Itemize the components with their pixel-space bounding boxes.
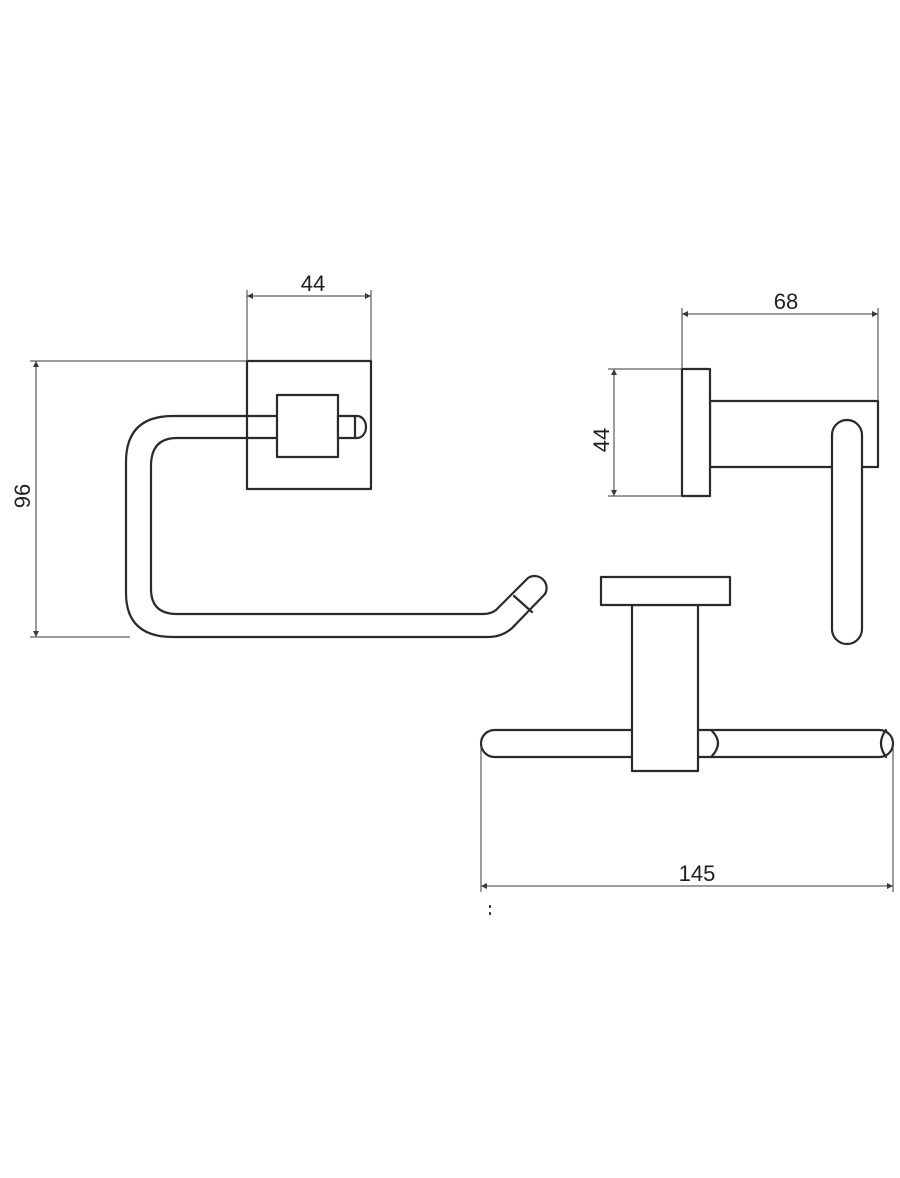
side-hanging-rod — [830, 418, 864, 646]
side-depth-label: 68 — [774, 289, 798, 314]
front-arm-outline — [124, 414, 548, 639]
top-rod-end-arc — [879, 728, 888, 759]
side-wall-plate — [680, 367, 712, 498]
front-arm-tip — [512, 594, 534, 614]
top-rod-seam-arc — [710, 729, 720, 758]
top-view: 145 — [479, 575, 895, 892]
front-square-bracket — [275, 393, 340, 459]
side-view: 68 44 — [589, 289, 880, 646]
top-flange — [599, 575, 732, 607]
stray-marks — [489, 905, 491, 915]
front-width-label: 44 — [301, 271, 325, 296]
top-stem — [630, 603, 700, 773]
front-view: 44 96 — [10, 271, 548, 639]
front-pin-stub — [336, 414, 368, 440]
front-height-label: 96 — [10, 484, 35, 508]
side-height-label: 44 — [589, 428, 614, 452]
top-length-label: 145 — [679, 861, 716, 886]
